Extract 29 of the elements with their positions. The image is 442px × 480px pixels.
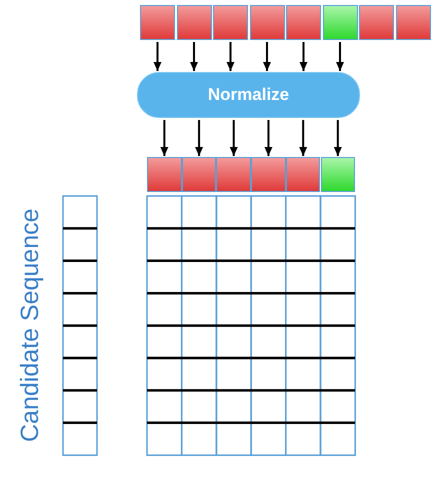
arrow <box>154 42 162 71</box>
arrow <box>334 120 342 156</box>
vector-cell <box>286 157 320 192</box>
vector-cell <box>320 157 356 192</box>
arrow <box>226 42 234 71</box>
arrow <box>300 42 308 71</box>
vector-cell <box>396 5 430 40</box>
arrow <box>264 120 272 156</box>
arrow <box>195 120 204 156</box>
vector-cell <box>213 5 248 40</box>
arrow <box>299 120 308 156</box>
vector-cell <box>286 5 321 40</box>
vector-cell <box>359 5 394 40</box>
vector-cell <box>147 157 182 192</box>
vector-cell <box>182 157 216 192</box>
arrow <box>263 42 271 71</box>
process-label: Normalize <box>208 85 290 105</box>
arrow <box>190 42 198 71</box>
axis-label: Candidate Sequence <box>16 208 45 442</box>
vector-cell <box>140 5 175 40</box>
arrow <box>336 42 344 71</box>
vector-cell <box>176 5 212 40</box>
vector-cell <box>251 157 286 192</box>
vector-cell <box>216 157 252 192</box>
process-box <box>137 72 360 118</box>
arrow <box>230 120 238 156</box>
vector-cell <box>322 5 358 40</box>
vector-cell <box>250 5 284 40</box>
arrow <box>160 120 168 156</box>
